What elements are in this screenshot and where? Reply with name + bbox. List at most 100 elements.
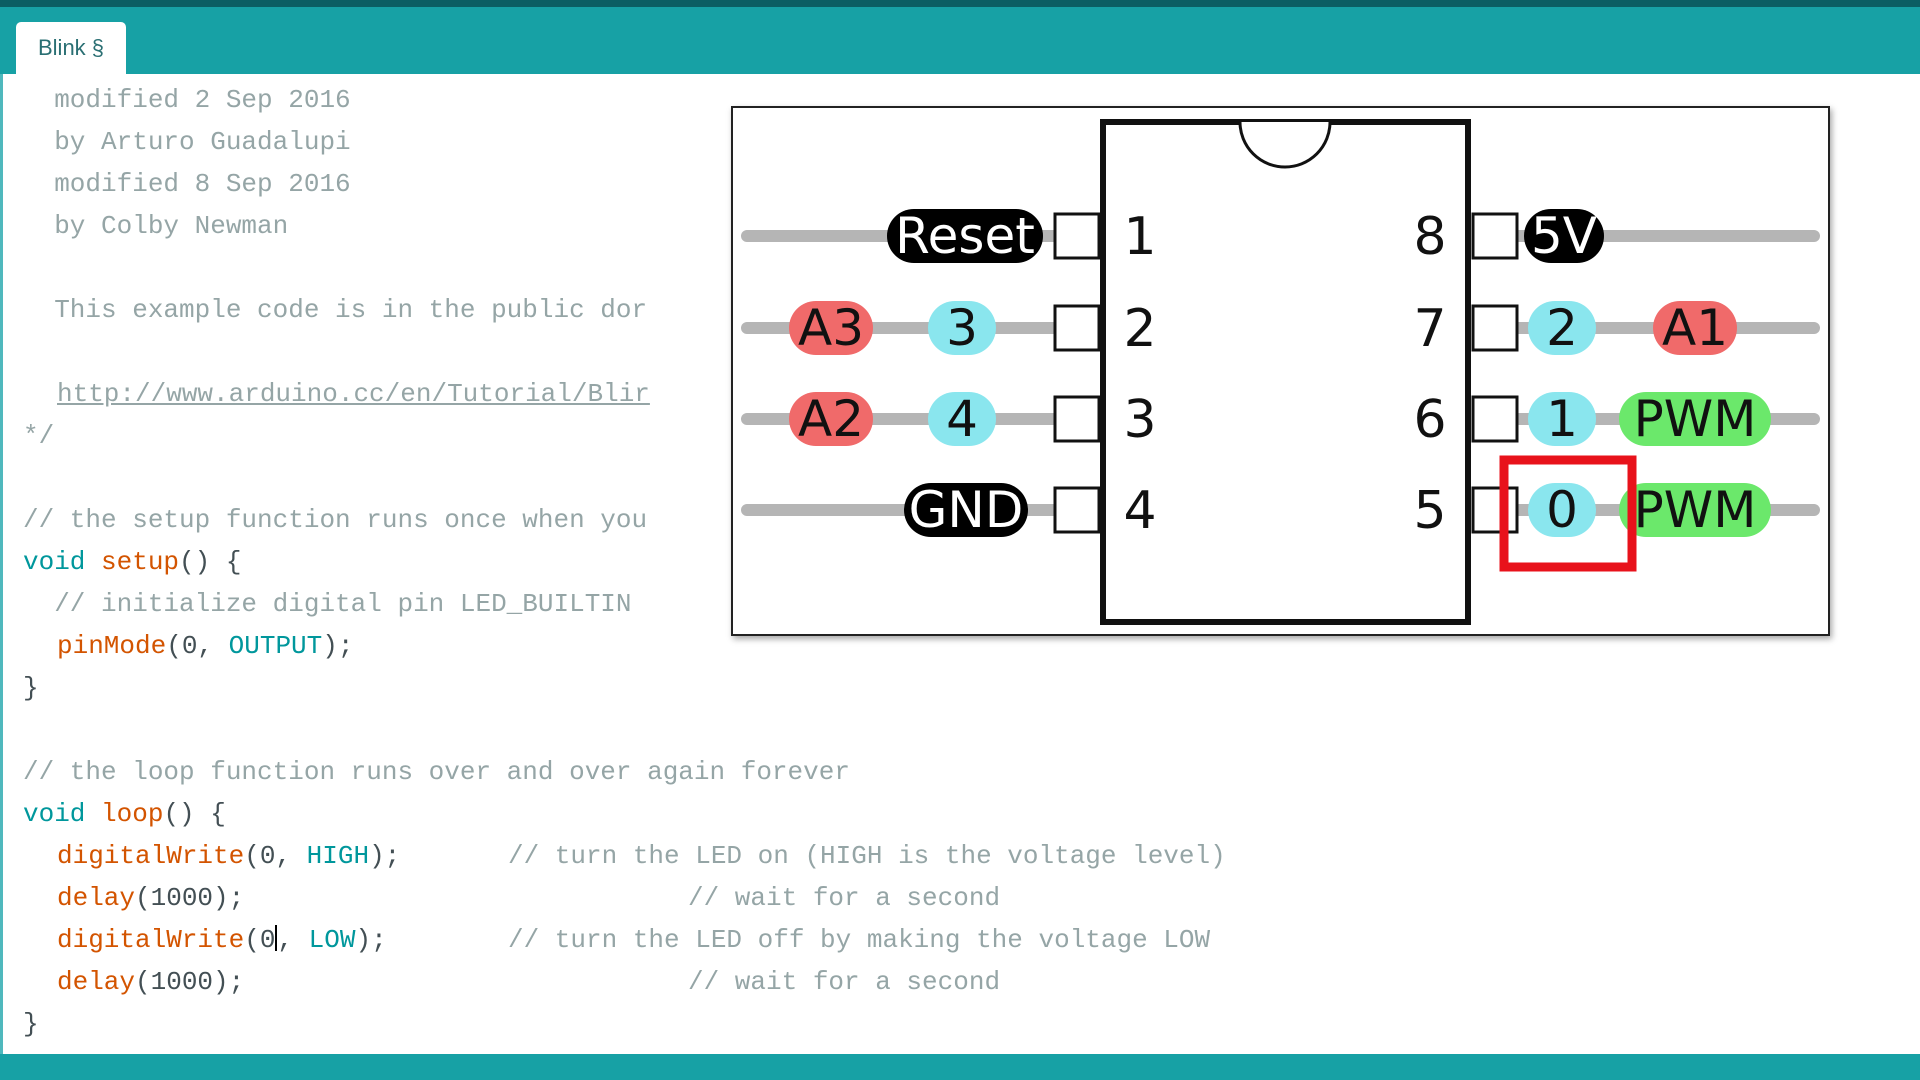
pin-pad-right	[1471, 212, 1519, 260]
function-name: delay	[57, 967, 136, 997]
tab-label: Blink §	[38, 35, 105, 60]
pin-label-5v-text: 5V	[1531, 207, 1597, 265]
code-line: void loop() {	[23, 798, 226, 830]
code-comment: // wait for a second	[688, 967, 1001, 997]
pin-label-gnd-bg	[904, 483, 1028, 537]
pin-label-d3: 3	[928, 299, 996, 357]
pin-pad-right	[1471, 486, 1519, 534]
code-comment: // turn the LED off by making the voltag…	[508, 925, 1211, 955]
editor-toolbar	[0, 0, 1920, 74]
code-line: digitalWrite(0, HIGH);	[57, 840, 400, 872]
pin-label-reset-bg	[887, 209, 1043, 263]
pin-label-d1-text: 1	[1546, 390, 1578, 448]
pin-label-d1: 1	[1528, 390, 1596, 448]
code-line: modified 2 Sep 2016	[23, 85, 351, 115]
pin-pad-right	[1471, 395, 1519, 443]
pin-label-a1-text: A1	[1662, 299, 1728, 357]
pin-label-d4: 4	[928, 390, 996, 448]
pin-number-4: 4	[1123, 481, 1156, 541]
pin-label-a1: A1	[1653, 299, 1737, 357]
code-line: This example code is in the public dor	[23, 295, 648, 325]
pin-number-5: 5	[1413, 481, 1446, 541]
code-line: digitalWrite(0, LOW);	[57, 924, 387, 956]
code-text: );	[355, 925, 387, 955]
pin-pad-left	[1053, 212, 1101, 260]
tutorial-link[interactable]: http://www.arduino.cc/en/Tutorial/Blir	[57, 379, 650, 409]
code-line-url: http://www.arduino.cc/en/Tutorial/Blir	[57, 378, 650, 410]
code-line: delay(1000);	[57, 966, 244, 998]
pin-label-pwm-text: PWM	[1634, 481, 1757, 539]
function-name: pinMode	[57, 631, 167, 661]
pin-label-reset-text: Reset	[895, 207, 1035, 265]
keyword: void	[23, 547, 86, 577]
code-text: (1000);	[135, 967, 245, 997]
pin-label-a3-text: A3	[798, 299, 864, 357]
code-text: (0,	[166, 631, 229, 661]
keyword: void	[23, 799, 86, 829]
pin-pad-left	[1053, 486, 1101, 534]
pin-label-gnd-text: GND	[909, 481, 1024, 539]
pin-number-3: 3	[1123, 390, 1156, 450]
keyword: LOW	[308, 925, 356, 955]
pin-label-d0-bg	[1528, 483, 1596, 537]
chip-body	[1100, 119, 1471, 625]
window-top-strip	[0, 0, 1920, 7]
pin-label-a3-bg	[789, 301, 873, 355]
pin-pad-right	[1471, 304, 1519, 352]
chip-notch	[1238, 121, 1332, 169]
pin-label-pwm: PWM	[1619, 390, 1771, 448]
code-line: // the setup function runs once when you	[23, 505, 648, 535]
pin-label-d2-bg	[1528, 301, 1596, 355]
pin-label-pwm-bg	[1619, 483, 1771, 537]
status-bar	[0, 1054, 1920, 1080]
code-comment: // turn the LED on (HIGH is the voltage …	[508, 841, 1226, 871]
code-line: // initialize digital pin LED_BUILTIN	[23, 589, 632, 619]
code-text: ,	[277, 925, 309, 955]
pin-label-d0: 0	[1528, 481, 1596, 539]
code-text: () {	[163, 799, 226, 829]
keyword: HIGH	[306, 841, 370, 871]
pin-number-8: 8	[1413, 207, 1446, 267]
code-text: () {	[179, 547, 242, 577]
code-line: }	[23, 673, 39, 703]
function-name: digitalWrite	[57, 925, 245, 955]
pin-number-1: 1	[1123, 207, 1156, 267]
function-name: loop	[85, 799, 164, 829]
pin-number-6: 6	[1413, 390, 1446, 450]
pin-label-gnd: GND	[904, 481, 1028, 539]
pin-label-reset: Reset	[887, 207, 1043, 265]
pin-label-pwm: PWM	[1619, 481, 1771, 539]
pin-label-d3-text: 3	[946, 299, 978, 357]
code-text: (0	[244, 925, 276, 955]
code-comment: // wait for a second	[688, 883, 1001, 913]
code-text: (0,	[244, 841, 307, 871]
code-line: by Colby Newman	[23, 211, 289, 241]
pin-label-5v: 5V	[1524, 207, 1604, 265]
pin-label-d2-text: 2	[1546, 299, 1578, 357]
code-line: }	[23, 1009, 39, 1039]
pin-label-a2-bg	[789, 392, 873, 446]
pin-number-7: 7	[1413, 299, 1446, 359]
pin-label-d3-bg	[928, 301, 996, 355]
code-line: */	[23, 421, 55, 451]
function-name: setup	[85, 547, 180, 577]
code-line: by Arturo Guadalupi	[23, 127, 351, 157]
function-name: delay	[57, 883, 136, 913]
pin-label-a2: A2	[789, 390, 873, 448]
highlight-box-pin-0	[1499, 455, 1637, 572]
function-name: digitalWrite	[57, 841, 245, 871]
pin-number-2: 2	[1123, 299, 1156, 359]
tab-blink[interactable]: Blink §	[16, 22, 127, 74]
pin-label-a2-text: A2	[798, 390, 864, 448]
code-line: // the loop function runs over and over …	[23, 757, 850, 787]
pin-label-d2: 2	[1528, 299, 1596, 357]
pin-label-d1-bg	[1528, 392, 1596, 446]
code-line: modified 8 Sep 2016	[23, 169, 351, 199]
code-line: void setup() {	[23, 546, 241, 578]
text-cursor	[275, 925, 278, 951]
pin-pad-left	[1053, 304, 1101, 352]
pin-pad-left	[1053, 395, 1101, 443]
code-text: (1000);	[135, 883, 245, 913]
